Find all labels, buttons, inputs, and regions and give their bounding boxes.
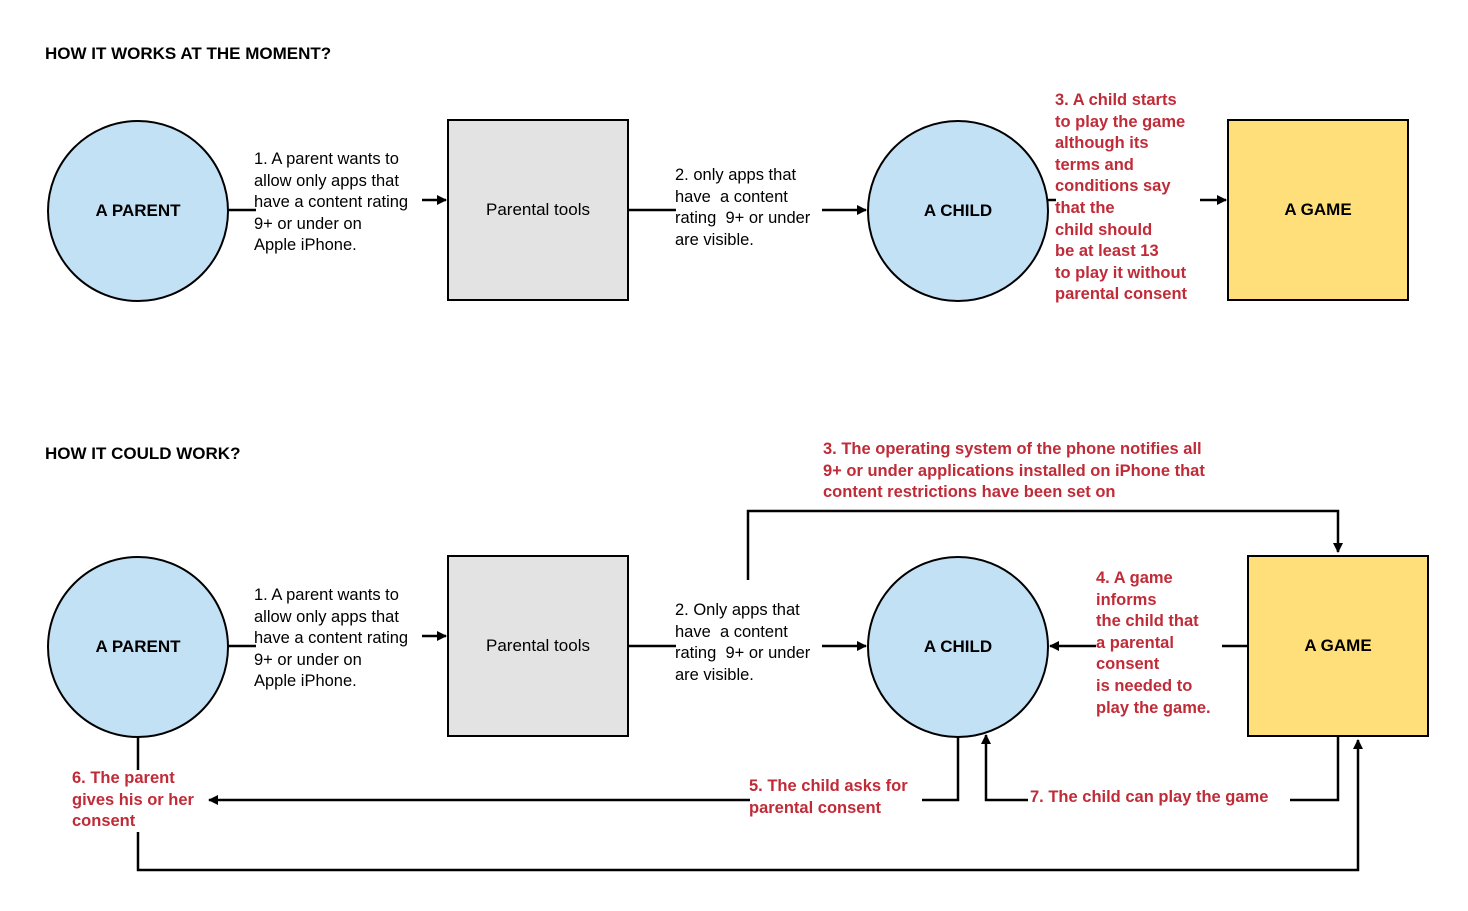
bottom-step6-label: 6. The parent gives his or her consent xyxy=(72,769,194,831)
top-step1-label: 1. A parent wants to allow only apps tha… xyxy=(254,150,409,255)
bottom-game-node: A GAME xyxy=(1247,555,1429,737)
top-child-node: A CHILD xyxy=(867,120,1049,302)
arrow-child-asks-parent xyxy=(922,736,960,802)
arrow-os-notifies-game xyxy=(746,509,1343,580)
top-step2-label: 2. only apps that have a content rating … xyxy=(675,166,811,249)
bottom-parent-node: A PARENT xyxy=(47,556,229,738)
bottom-step4-label: 4. A game informs the child that a paren… xyxy=(1096,569,1211,717)
bottom-step7-label: 7. The child can play the game xyxy=(1030,788,1269,806)
arrow-game-to-child-play xyxy=(1290,736,1340,802)
arrow-parent-consent-to-game xyxy=(136,739,1363,872)
top-step3-label: 3. A child starts to play the game altho… xyxy=(1055,91,1188,304)
bottom-step5-label: 5. The child asks for parental consent xyxy=(749,777,908,817)
bottom-heading: HOW IT COULD WORK? xyxy=(45,444,241,463)
bottom-child-node: A CHILD xyxy=(867,556,1049,738)
bottom-step2-label: 2. Only apps that have a content rating … xyxy=(675,601,811,684)
top-parent-node: A PARENT xyxy=(47,120,229,302)
top-game-node: A GAME xyxy=(1227,119,1409,301)
top-heading: HOW IT WORKS AT THE MOMENT? xyxy=(45,44,332,63)
bottom-step1-label: 1. A parent wants to allow only apps tha… xyxy=(254,586,409,691)
top-tools-node: Parental tools xyxy=(447,119,629,301)
bottom-tools-node: Parental tools xyxy=(447,555,629,737)
bottom-step3-label: 3. The operating system of the phone not… xyxy=(823,440,1205,502)
